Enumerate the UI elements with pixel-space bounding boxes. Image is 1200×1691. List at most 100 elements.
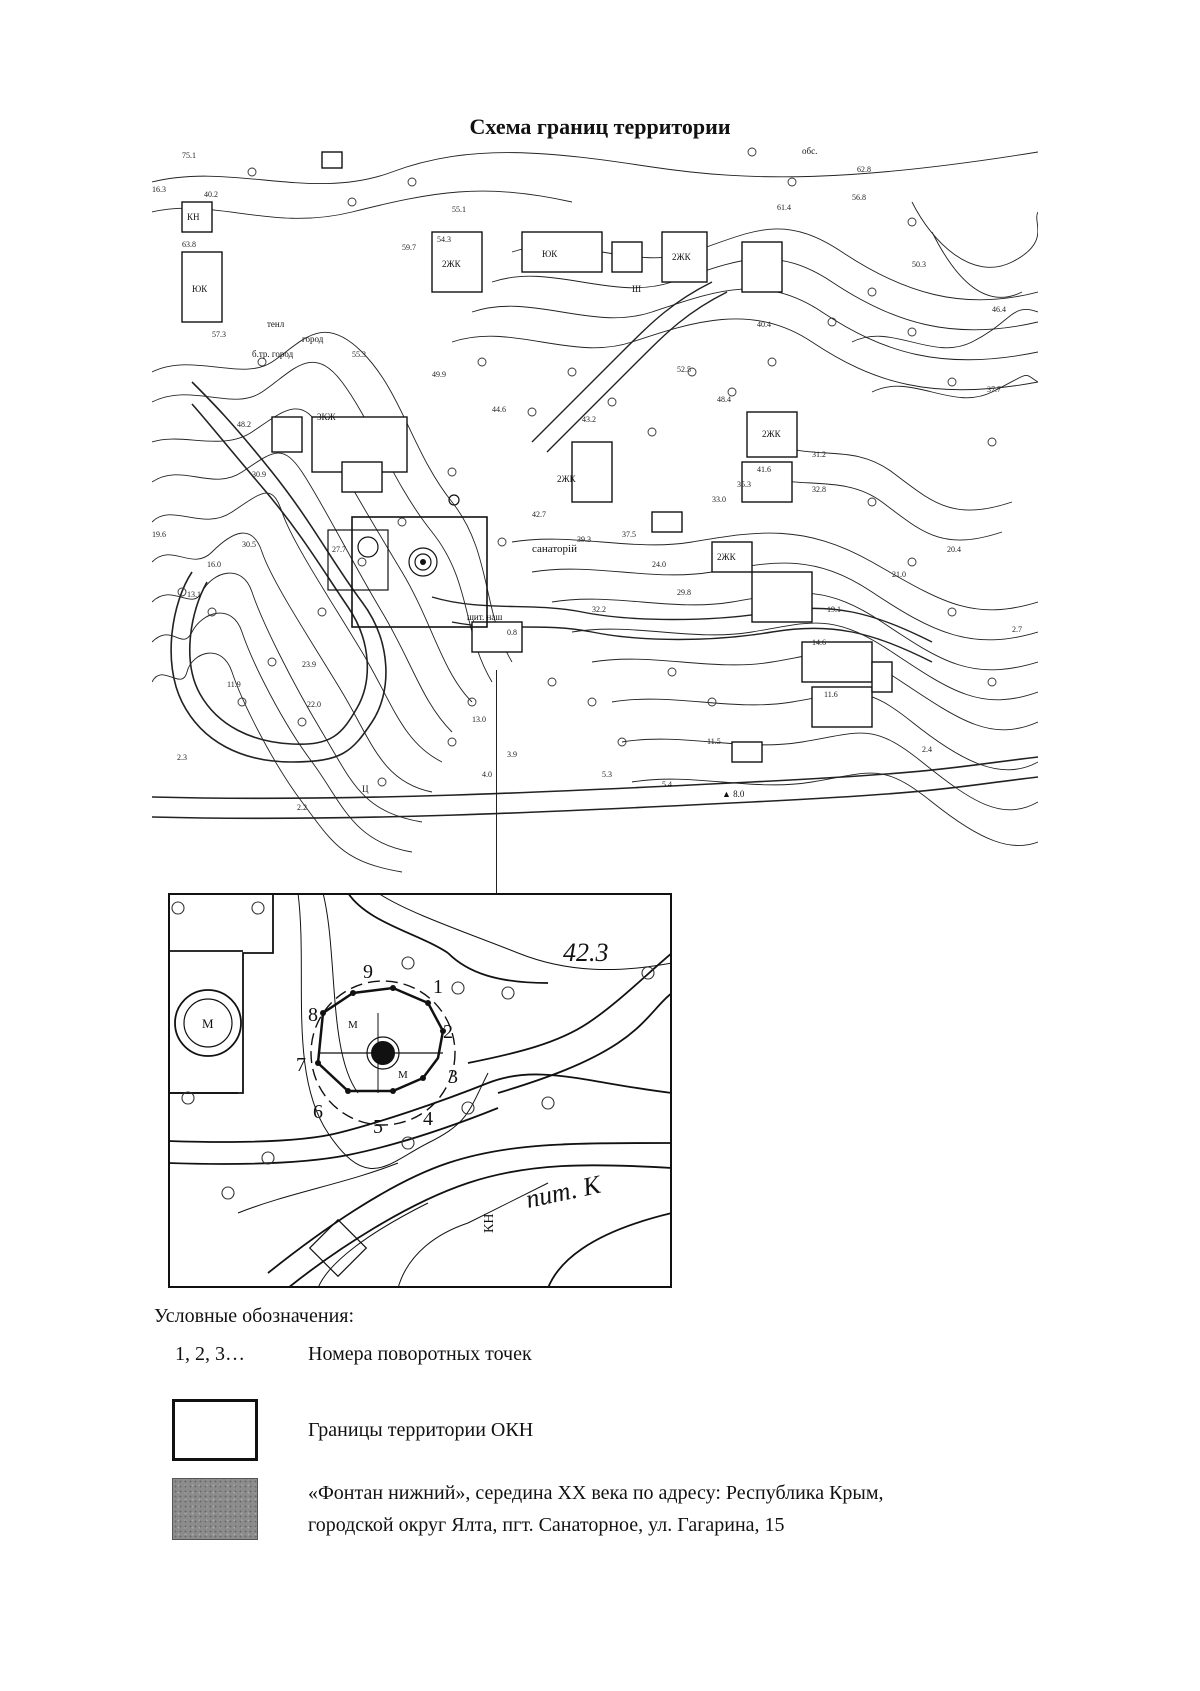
elev-label: 56.8 xyxy=(852,193,866,202)
elev-label: 42.7 xyxy=(532,510,546,519)
elev-label: 55.1 xyxy=(452,205,466,214)
elev-label: 57.3 xyxy=(212,330,226,339)
elev-label: 2.7 xyxy=(1012,625,1022,634)
turning-point-3: 3 xyxy=(448,1066,458,1088)
inset-elevation: 42.3 xyxy=(563,938,609,967)
turning-point-9: 9 xyxy=(363,961,373,983)
elev-label: 16.0 xyxy=(207,560,221,569)
elev-label: 24.0 xyxy=(652,560,666,569)
fountain-mark: М xyxy=(398,1069,408,1081)
legend-border-label: Границы территории ОКН xyxy=(308,1419,534,1441)
elev-label: 37.7 xyxy=(987,385,1001,394)
elev-label: 11.9 xyxy=(227,680,241,689)
elev-label: 5.3 xyxy=(602,770,612,779)
legend-object-label-line1: «Фонтан нижний», середина XX века по адр… xyxy=(308,1482,884,1504)
turning-point-5: 5 xyxy=(373,1116,383,1138)
turning-point-8: 8 xyxy=(308,1004,318,1026)
elev-label: 22.0 xyxy=(307,700,321,709)
elev-label: 41.6 xyxy=(757,465,771,474)
legend-points-label: Номера поворотных точек xyxy=(308,1343,532,1365)
fountain-mark: М xyxy=(202,1016,214,1031)
elev-label: 13.0 xyxy=(472,715,486,724)
turning-point-6: 6 xyxy=(313,1101,323,1123)
fountain-mark: М xyxy=(348,1019,358,1031)
elev-label: 35.3 xyxy=(737,480,751,489)
map-label: обс. xyxy=(802,146,817,156)
legend-border-swatch xyxy=(172,1399,258,1461)
elev-label: 32.2 xyxy=(592,605,606,614)
elev-label: 55.3 xyxy=(352,350,366,359)
elev-label: 0.8 xyxy=(507,628,517,637)
elev-label: 43.2 xyxy=(582,415,596,424)
turning-point-1: 1 xyxy=(433,976,443,998)
map-label: Ц xyxy=(362,784,369,794)
elev-label: 5.4 xyxy=(662,780,672,789)
elev-label: 48.2 xyxy=(237,420,251,429)
elev-label: 2.2 xyxy=(297,803,307,812)
elev-label: 11.6 xyxy=(824,690,838,699)
elev-label: 29.8 xyxy=(677,588,691,597)
legend-title: Условные обозначения: xyxy=(154,1305,355,1327)
elev-label: 19.1 xyxy=(827,605,841,614)
turning-point-7: 7 xyxy=(296,1054,306,1076)
topographic-map: 75.1 16.3 63.8 57.3 55.3 49.9 48.2 44.6 … xyxy=(152,146,1038,873)
turning-point-4: 4 xyxy=(423,1108,433,1130)
building-label: 2ЖК xyxy=(442,259,462,269)
map-label: Ш xyxy=(632,284,641,294)
building-label: тенл xyxy=(267,319,285,329)
elev-label: 40.4 xyxy=(757,320,771,329)
elev-label: 2.3 xyxy=(177,753,187,762)
legend-points-key: 1, 2, 3… xyxy=(175,1343,245,1365)
elev-label: 32.8 xyxy=(812,485,826,494)
benchmark-label: ▲ 8.0 xyxy=(722,789,745,799)
fountain-object xyxy=(371,1041,395,1065)
building-label: ЮК xyxy=(192,284,208,294)
elev-label: 44.6 xyxy=(492,405,506,414)
elev-label: 40.2 xyxy=(204,190,218,199)
elev-label: 61.4 xyxy=(777,203,791,212)
elev-label: 14.6 xyxy=(812,638,826,647)
inset-kn-label: КН xyxy=(482,1214,497,1233)
elev-label: 39.3 xyxy=(577,535,591,544)
building-label: 2ЖК xyxy=(557,474,577,484)
elev-label: 4.0 xyxy=(482,770,492,779)
turning-point-2: 2 xyxy=(443,1021,453,1043)
elev-label: 54.3 xyxy=(437,235,451,244)
elev-label: 50.3 xyxy=(912,260,926,269)
building-label: 2ЖК xyxy=(672,252,692,262)
elev-label: 37.5 xyxy=(622,530,636,539)
elev-label: 52.5 xyxy=(677,365,691,374)
elev-label: 33.0 xyxy=(712,495,726,504)
sanatorium-label: санаторій xyxy=(532,543,577,555)
building-label: 3КЖ xyxy=(317,412,337,422)
inset-detail-map: М М М 42.3 пит. К КН 1 2 3 4 5 6 7 8 9 xyxy=(168,893,672,1288)
elev-label: 63.8 xyxy=(182,240,196,249)
building-label: 2ЖК xyxy=(717,552,737,562)
elev-label: 62.8 xyxy=(857,165,871,174)
elev-label: 13.1 xyxy=(187,590,201,599)
elev-label: 11.5 xyxy=(707,737,721,746)
elev-label: 21.0 xyxy=(892,570,906,579)
street-label: щит. наш xyxy=(467,612,502,622)
elev-label: 30.9 xyxy=(252,470,266,479)
building-label: КН xyxy=(187,212,200,222)
elev-label: 59.7 xyxy=(402,243,416,252)
elev-label: 23.9 xyxy=(302,660,316,669)
building-label: 2ЖК xyxy=(762,429,782,439)
elev-label: 48.4 xyxy=(717,395,731,404)
elev-label: 16.3 xyxy=(152,185,166,194)
elev-label: 19.6 xyxy=(152,530,166,539)
elev-label: 49.9 xyxy=(432,370,446,379)
inset-connector-line xyxy=(496,670,497,895)
elev-label: 3.9 xyxy=(507,750,517,759)
elev-label: 46.4 xyxy=(992,305,1006,314)
building-label: ЮК xyxy=(542,249,558,259)
building-label: город xyxy=(302,334,324,344)
elev-label: 20.4 xyxy=(947,545,961,554)
map-title: Схема границ территории xyxy=(469,114,731,139)
building-label: б.тр. город xyxy=(252,349,294,359)
elev-label: 31.2 xyxy=(812,450,826,459)
elev-label: 27.7 xyxy=(332,545,346,554)
legend-object-swatch xyxy=(172,1478,258,1540)
elev-label: 30.5 xyxy=(242,540,256,549)
